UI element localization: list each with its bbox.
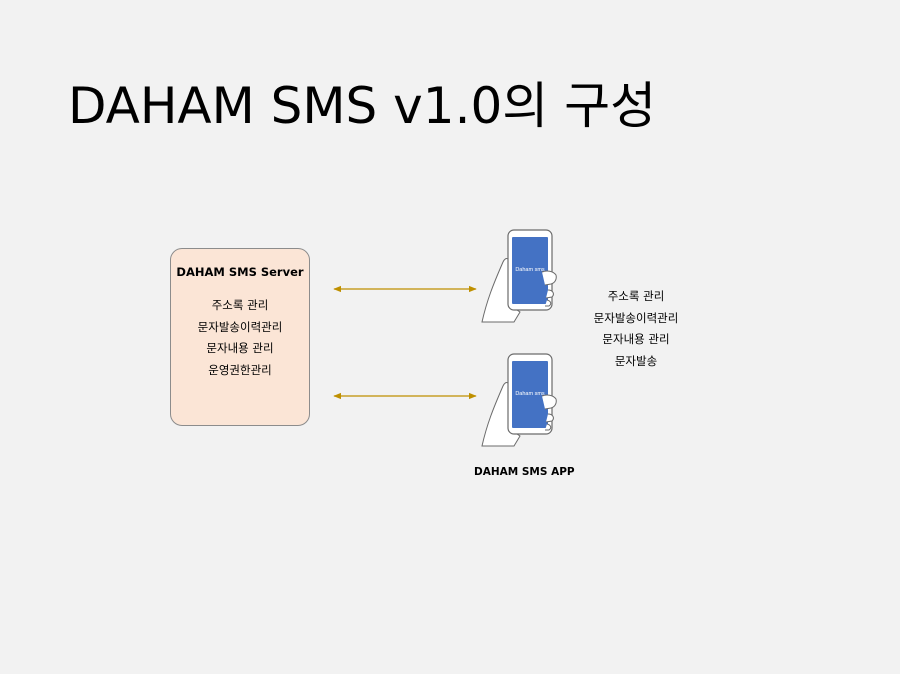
app-feature-list: 주소록 관리 문자발송이력관리 문자내용 관리 문자발송 <box>576 286 696 372</box>
thumb-icon <box>541 270 557 286</box>
app-label: DAHAM SMS APP <box>474 466 575 478</box>
fingers-icon <box>545 289 554 307</box>
phone-screen <box>512 361 548 428</box>
app-feature-item: 주소록 관리 <box>607 289 665 303</box>
phone-screen-text: Daham sms <box>515 391 545 397</box>
phone-screen-text: Daham sms <box>515 267 545 273</box>
server-feature-item: 문자발송이력관리 <box>197 319 283 334</box>
fingers-icon <box>545 413 554 431</box>
phone-screen <box>512 237 548 304</box>
server-box: DAHAM SMS Server 주소록 관리 문자발송이력관리 문자내용 관리… <box>170 248 310 426</box>
server-feature-item: 문자내용 관리 <box>206 341 274 355</box>
server-feature-list: 주소록 관리 문자발송이력관리 문자내용 관리 운영권한관리 <box>171 295 309 381</box>
slide-title: DAHAM SMS v1.0의 구성 <box>68 77 657 135</box>
server-feature-item: 운영권한관리 <box>208 362 272 377</box>
thumb-icon <box>541 394 557 410</box>
app-feature-item: 문자발송 <box>614 353 658 368</box>
app-feature-item: 문자내용 관리 <box>602 332 670 346</box>
server-title: DAHAM SMS Server <box>176 265 304 279</box>
app-feature-item: 문자발송이력관리 <box>593 310 679 325</box>
phone-in-hand-1: Daham sms <box>481 229 557 323</box>
server-feature-item: 주소록 관리 <box>211 298 269 312</box>
phone-in-hand-2: Daham sms <box>481 353 557 447</box>
